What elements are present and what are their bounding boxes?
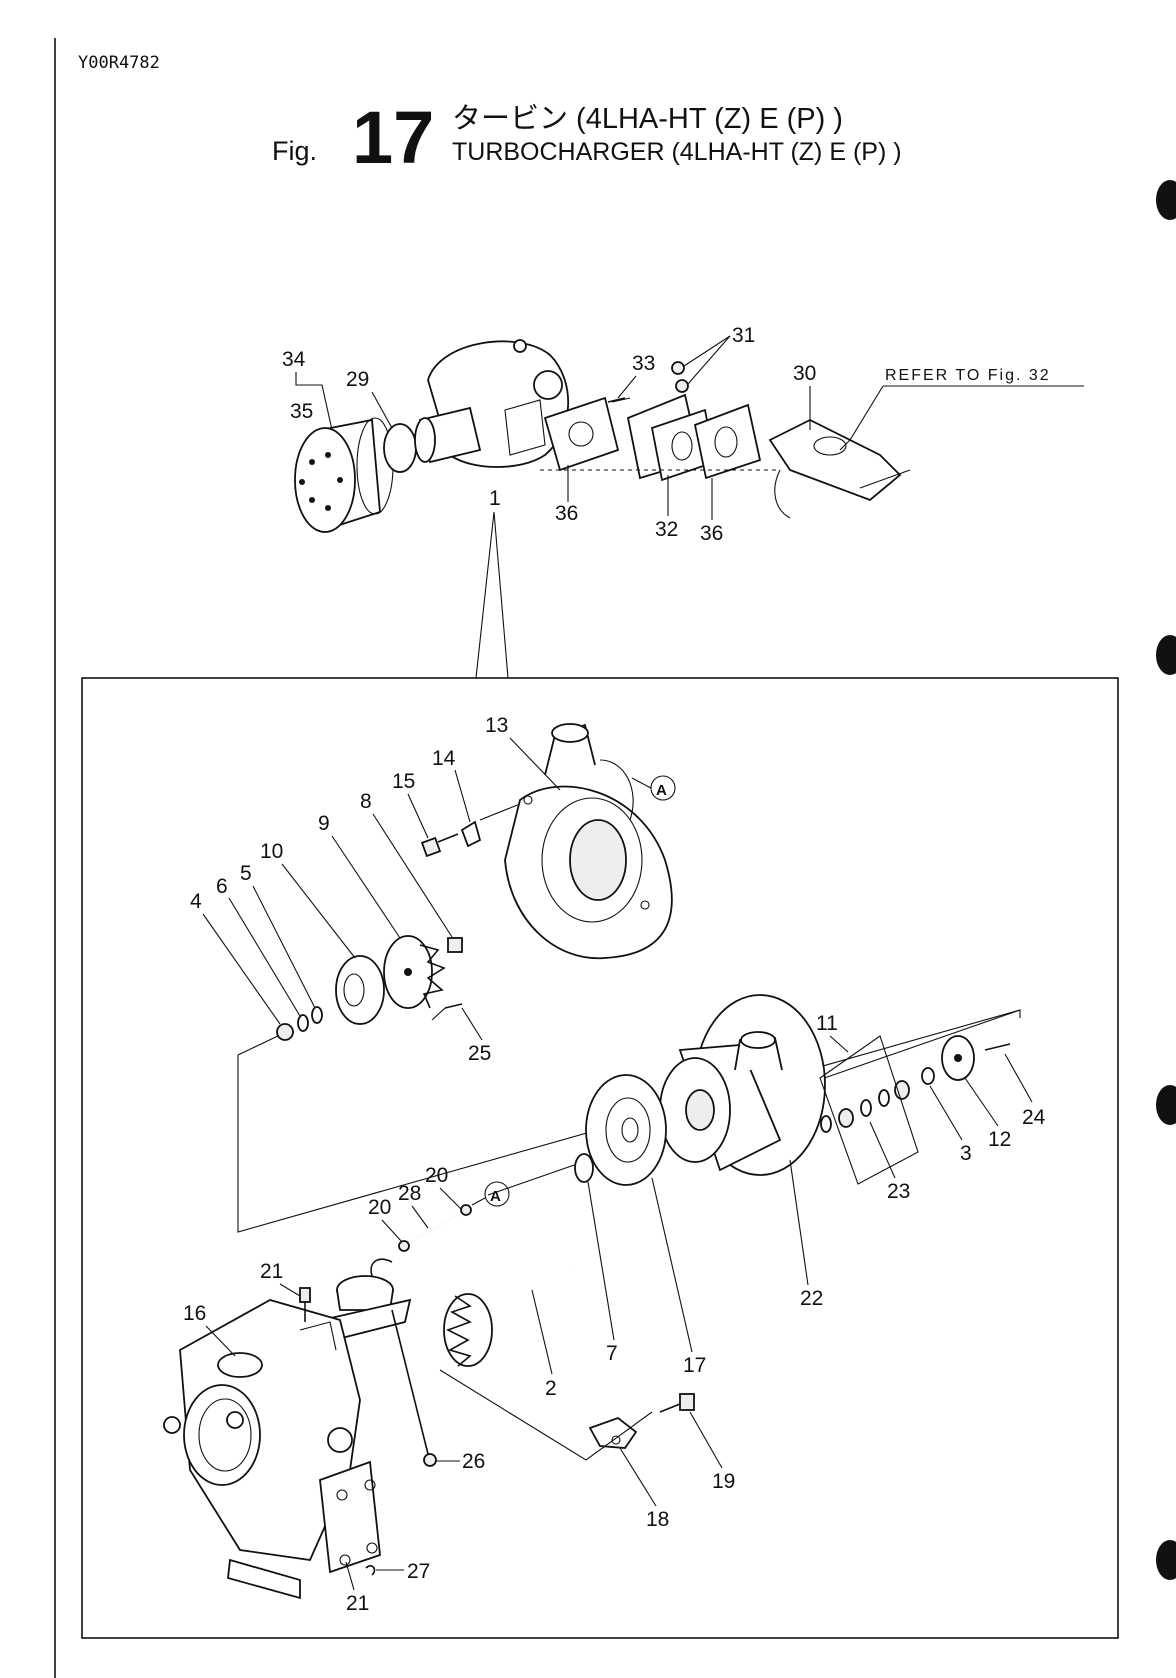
callout-28: 28 (398, 1182, 421, 1205)
upper-assembly (295, 340, 910, 532)
nut-lower (676, 380, 688, 392)
callout-24: 24 (1022, 1106, 1046, 1129)
callout-33: 33 (632, 352, 655, 375)
callout-25: 25 (468, 1042, 491, 1065)
callout-34: 34 (282, 348, 306, 371)
turbine-housing (164, 1300, 380, 1598)
binder-hole-1 (1156, 180, 1176, 220)
callout-27: 27 (407, 1560, 430, 1583)
ring-5 (312, 1007, 322, 1023)
title-japanese: タービン (4LHA-HT (Z) E (P) ) (452, 103, 843, 135)
fig-number: 17 (352, 96, 434, 179)
binder-hole-4 (1156, 1540, 1176, 1580)
kit-ring-c (861, 1100, 871, 1116)
compressor-wheel (384, 936, 444, 1008)
callout-31: 31 (732, 324, 755, 347)
turbine-shaft-wheel (444, 1270, 570, 1366)
screw-upper (300, 1288, 310, 1302)
callout-11: 11 (816, 1012, 838, 1035)
callout-21-upper: 21 (260, 1260, 283, 1283)
callout-7: 7 (606, 1342, 618, 1365)
callout-20-right: 20 (425, 1164, 448, 1187)
turbocharger-assembly (415, 340, 568, 467)
actuator-rod (399, 1198, 485, 1251)
callout-15: 15 (392, 770, 415, 793)
retaining-clip (366, 1566, 374, 1575)
nut (448, 938, 462, 952)
callout-36-left: 36 (555, 502, 578, 525)
seal-ring (575, 1154, 593, 1182)
callout-12: 12 (988, 1128, 1011, 1151)
cover-screw (985, 1044, 1010, 1050)
callout-21-lower: 21 (346, 1592, 369, 1615)
detail-leader (476, 512, 508, 678)
air-cleaner (295, 418, 393, 532)
thrust-collar (336, 956, 384, 1024)
callout-8: 8 (360, 790, 372, 813)
callout-32: 32 (655, 518, 678, 541)
kit-ring-d (879, 1090, 889, 1106)
kit-ring-a (821, 1116, 831, 1132)
screw (445, 1004, 462, 1008)
reference-note: REFER TO Fig. 32 (885, 367, 1051, 384)
nut-upper (672, 362, 684, 374)
callout-4: 4 (190, 890, 202, 913)
exhaust-pipe (770, 420, 910, 518)
callout-19: 19 (712, 1470, 735, 1493)
callout-14: 14 (432, 747, 456, 770)
callout-29: 29 (346, 368, 369, 391)
callout-3: 3 (960, 1142, 972, 1165)
kit-ring-b (839, 1109, 853, 1127)
back-plate (586, 1075, 666, 1185)
callout-20-left: 20 (368, 1196, 391, 1219)
callout-9: 9 (318, 812, 330, 835)
callout-10: 10 (260, 840, 283, 863)
binder-hole-2 (1156, 635, 1176, 675)
ring-4 (277, 1024, 293, 1040)
callout-17: 17 (683, 1354, 706, 1377)
callout-13: 13 (485, 714, 508, 737)
callout-18: 18 (646, 1508, 669, 1531)
clip (424, 1454, 436, 1466)
callout-5: 5 (240, 862, 252, 885)
marker-a-lower-label: A (490, 1188, 501, 1205)
callout-30: 30 (793, 362, 816, 385)
callout-16: 16 (183, 1302, 206, 1325)
binder-hole-3 (1156, 1085, 1176, 1125)
callout-35: 35 (290, 400, 313, 423)
bolt (660, 1394, 694, 1412)
callout-22: 22 (800, 1287, 823, 1310)
callout-6: 6 (216, 875, 228, 898)
exploded-detail: A (164, 724, 1020, 1598)
document-code: Y00R4782 (78, 53, 160, 73)
center-housing (660, 995, 825, 1175)
fig-prefix: Fig. (272, 136, 317, 166)
kit-ring-e (895, 1081, 909, 1099)
lock-plate (590, 1418, 636, 1448)
bolt-and-lock-plate (422, 804, 520, 856)
ring-6 (298, 1015, 308, 1031)
callout-36-right: 36 (700, 522, 723, 545)
callout-26: 26 (462, 1450, 485, 1473)
callout-1: 1 (489, 487, 501, 510)
hose-clamp (384, 424, 416, 472)
thrust-ring (922, 1068, 934, 1084)
marker-a-upper-label: A (656, 782, 667, 799)
callout-23: 23 (887, 1180, 910, 1203)
title-english: TURBOCHARGER (4LHA-HT (Z) E (P) ) (452, 138, 902, 166)
callout-2: 2 (545, 1377, 557, 1400)
